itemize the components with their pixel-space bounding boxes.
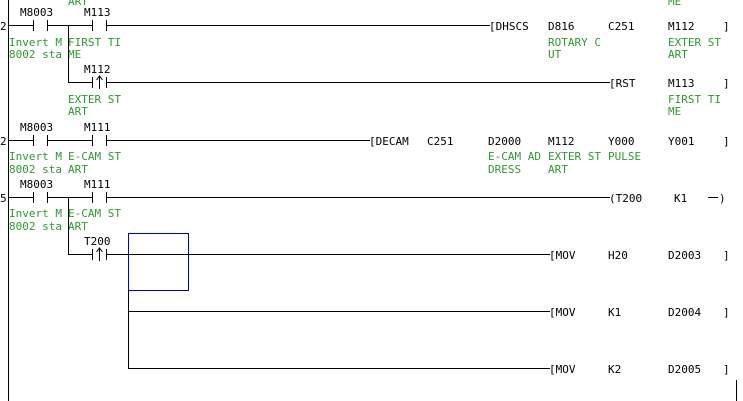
device-comment: FIRST TI [68,36,121,49]
operand: C251 [608,20,635,33]
operand-comment: ART [668,48,688,61]
instruction-end: ] [723,306,730,319]
device-comment: ART [68,163,88,176]
instruction-mov-2[interactable]: [MOV K1 D2004 ] [549,306,730,319]
device-comment: Invert M [9,150,62,163]
step-number: 2 [0,135,7,148]
contact-m112-rising[interactable]: M112 [84,63,111,89]
device-comment: Invert M [9,207,62,220]
instruction-mov-1[interactable]: [MOV H20 D2003 ] [549,249,730,262]
operand-comment: ROTARY C [548,36,601,49]
instruction-name: [MOV [549,249,576,262]
device-label: M112 [84,63,111,76]
operand: K2 [608,363,621,376]
operand: D2004 [668,306,701,319]
rung-1[interactable]: 2 M8003 Invert M 8002 sta M113 FIRST TI … [0,6,730,118]
device-label: M8003 [20,121,53,134]
operand: D816 [548,20,575,33]
instruction-end: ] [723,363,730,376]
contact-m113[interactable]: M113 [84,6,111,31]
device-label: M113 [84,6,111,19]
device-comment: Invert M [9,36,62,49]
operand-comment: EXTER ST [548,150,601,163]
instruction-end: ) [719,192,726,205]
rung-2[interactable]: 2 M8003 Invert M 8002 sta M111 E-CAM ST … [0,121,730,176]
operand: K1 [674,192,687,205]
operand: M112 [668,20,695,33]
selection-cursor[interactable] [128,233,189,291]
device-comment: ME [68,48,81,61]
operand-comment: ME [668,105,681,118]
operand: H20 [608,249,628,262]
contact-m111[interactable]: M111 [84,178,111,203]
device-comment: ART [68,105,88,118]
instruction-name: [RST [609,77,636,90]
step-number: 2 [0,20,7,33]
partial-comment-left: ART [68,0,88,8]
device-label: M111 [84,121,111,134]
operand-comment: E-CAM AD [488,150,541,163]
instruction-end: ] [723,135,730,148]
instruction-decam[interactable]: [DECAM C251 D2000 E-CAM AD DRESS M112 EX… [369,135,730,176]
operand: M112 [548,135,575,148]
device-label: M111 [84,178,111,191]
operand-comment: PULSE [608,150,641,163]
operand: Y000 [608,135,635,148]
instruction-name: [DHSCS [489,20,529,33]
device-label: M8003 [20,6,53,19]
instruction-end: ] [723,249,730,262]
contact-m111[interactable]: M111 [84,121,111,146]
operand-comment: ART [548,163,568,176]
instruction-end: ] [723,20,730,33]
operand: D2000 [488,135,521,148]
partial-comment-right: ME [668,0,681,8]
instruction-end: ] [723,77,730,90]
device-comment: E-CAM ST [68,207,121,220]
instruction-dhscs[interactable]: [DHSCS D816 ROTARY C UT C251 M112 EXTER … [489,20,730,61]
device-comment: E-CAM ST [68,150,121,163]
contact-m8003[interactable]: M8003 [20,121,53,146]
operand-comment: DRESS [488,163,521,176]
operand-comment: EXTER ST [668,36,721,49]
instruction-name: [MOV [549,306,576,319]
contact-m8003[interactable]: M8003 [20,178,53,203]
operand: D2005 [668,363,701,376]
operand: Y001 [668,135,695,148]
device-comment: 8002 sta [9,220,62,233]
contact-m8003[interactable]: M8003 [20,6,53,31]
device-label: T200 [84,235,111,248]
operand-comment: FIRST TI [668,93,721,106]
instruction-mov-3[interactable]: [MOV K2 D2005 ] [549,363,730,376]
device-comment: EXTER ST [68,93,121,106]
contact-t200-rising[interactable]: T200 [84,235,111,261]
device-comment: 8002 sta [9,48,62,61]
instruction-rst[interactable]: [RST M113 FIRST TI ME ] [609,77,730,118]
instruction-name: [MOV [549,363,576,376]
device-comment: ART [68,220,88,233]
operand: K1 [608,306,621,319]
instruction-name: [DECAM [369,135,409,148]
operand: D2003 [668,249,701,262]
operand: M113 [668,77,695,90]
operand-comment: UT [548,48,562,61]
operand: C251 [427,135,454,148]
device-comment: 8002 sta [9,163,62,176]
device-label: M8003 [20,178,53,191]
instruction-name: (T200 [609,192,642,205]
step-number: 5 [0,192,7,205]
coil-t200[interactable]: (T200 K1 ) [609,192,726,205]
rung-3[interactable]: 5 M8003 Invert M 8002 sta M111 E-CAM ST … [0,178,730,376]
